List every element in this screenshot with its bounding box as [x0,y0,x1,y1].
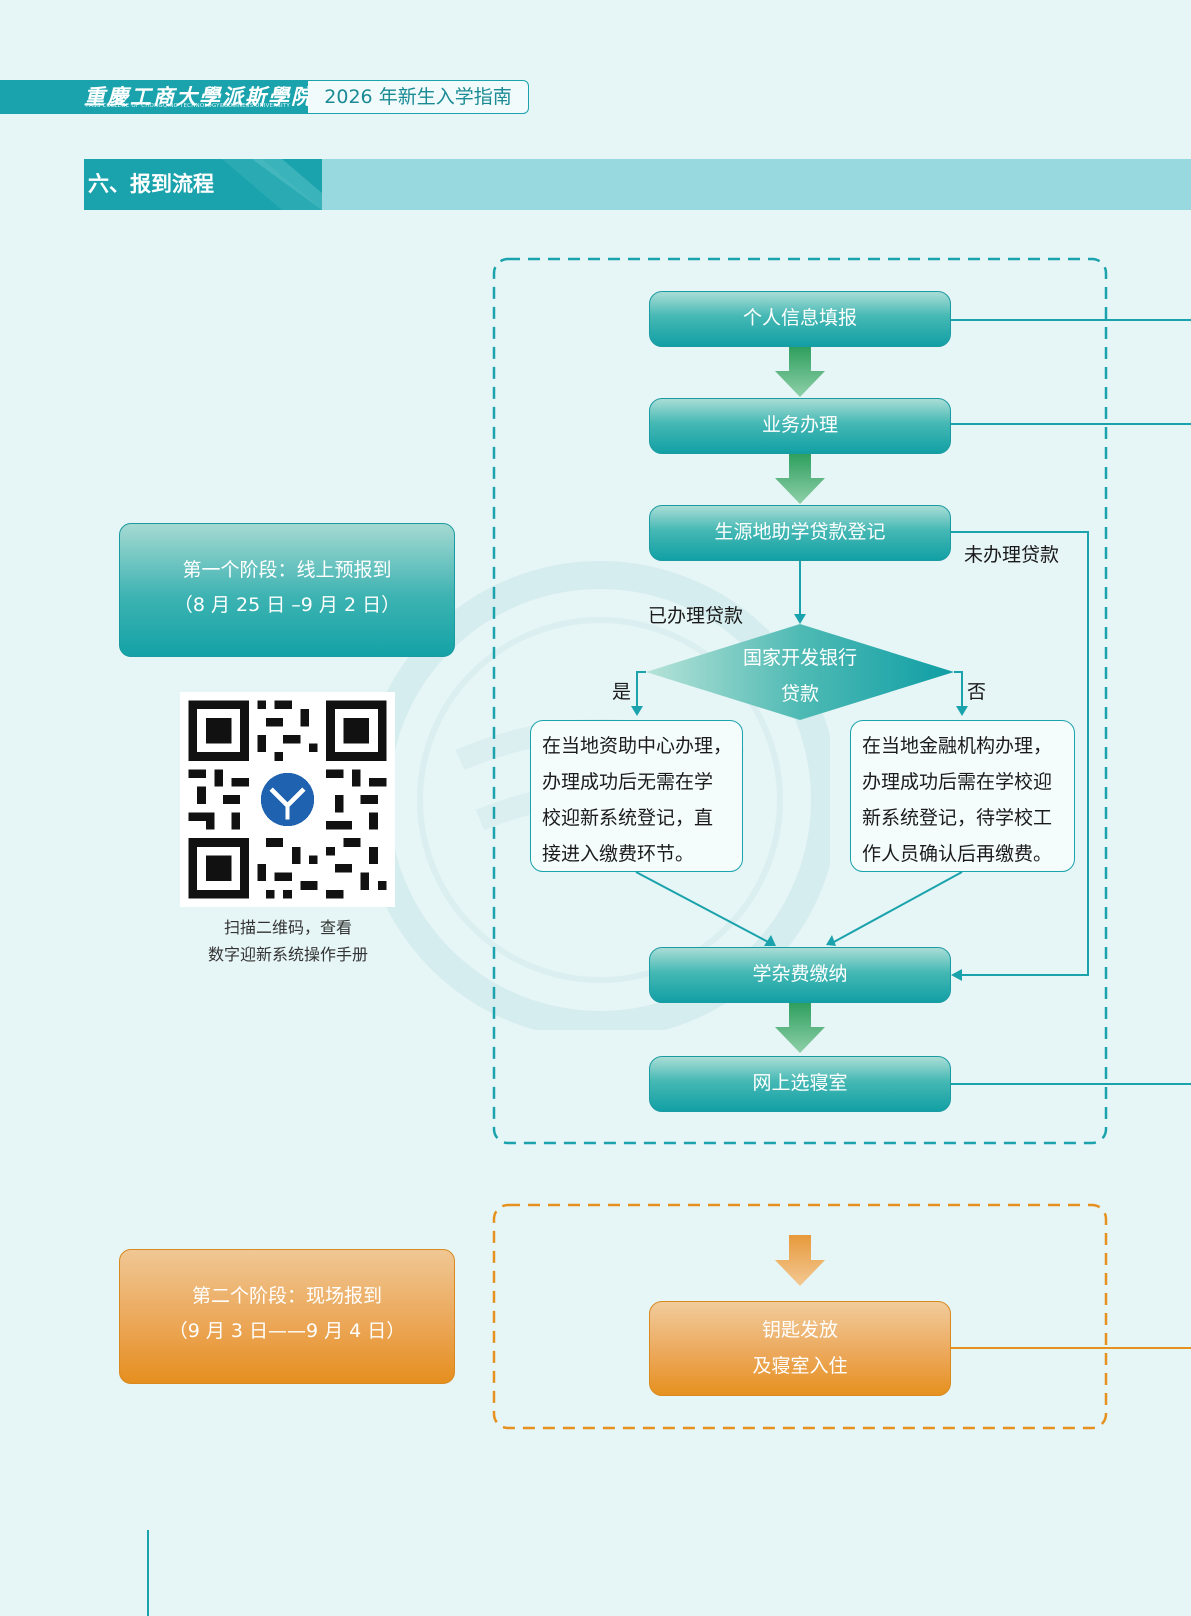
header-brand-bar [0,80,308,114]
step-dorm-selection: 网上选寝室 [649,1056,951,1112]
qr-code[interactable] [180,692,395,907]
qr-caption-line1: 扫描二维码，查看 [223,918,352,937]
note-yes-line: 在当地资助中心办理， [542,735,733,757]
guide-title: 2026 年新生入学指南 [308,80,529,114]
note-no-line: 办理成功后需在学校迎 [862,771,1053,793]
college-logo-text: 重慶工商大學派斯學院 [84,84,314,109]
college-logo-subtitle: PASS COLLEGE OF CHONGQING TECHNOLOGY&BUS… [86,103,290,109]
qr-caption-line2: 数字迎新系统操作手册 [207,945,368,964]
stage-two-dates: （9 月 3 日——9 月 4 日） [168,1320,406,1342]
qr-caption: 扫描二维码，查看 数字迎新系统操作手册 [170,914,406,968]
label-no: 否 [967,681,987,703]
label-yes: 是 [612,681,632,703]
decision-line2: 贷款 [780,683,819,705]
step-key-checkin-line1: 钥匙发放 [761,1319,838,1341]
note-yes-line: 接进入缴费环节。 [542,843,695,865]
decision-cdb-loan: 国家开发银行 贷款 [700,640,900,712]
step-personal-info: 个人信息填报 [649,291,951,347]
note-no-line: 新系统登记，待学校工 [862,807,1053,829]
note-no-line: 在当地金融机构办理， [862,735,1053,757]
step-key-checkin: 钥匙发放 及寝室入住 [649,1301,951,1396]
note-no-branch: 在当地金融机构办理， 办理成功后需在学校迎 新系统登记，待学校工 作人员确认后再… [850,720,1075,872]
note-yes-branch: 在当地资助中心办理， 办理成功后无需在学 校迎新系统登记，直 接进入缴费环节。 [530,720,743,872]
note-yes-line: 办理成功后无需在学 [542,771,714,793]
label-not-loan: 未办理贷款 [964,544,1060,566]
stage-one-box: 第一个阶段：线上预报到 （8 月 25 日 –9 月 2 日） [119,523,455,657]
stage-one-dates: （8 月 25 日 –9 月 2 日） [173,594,401,616]
label-has-loan: 已办理贷款 [648,605,744,627]
stage-two-box: 第二个阶段：现场报到 （9 月 3 日——9 月 4 日） [119,1249,455,1384]
decision-line1: 国家开发银行 [742,647,857,669]
note-no-line: 作人员确认后再缴费。 [862,843,1053,865]
section-title: 六、报到流程 [88,172,214,196]
section-heading-stripes [222,159,322,210]
step-key-checkin-line2: 及寝室入住 [752,1355,848,1377]
step-business: 业务办理 [649,398,951,454]
stage-two-title: 第二个阶段：现场报到 [191,1285,382,1307]
note-yes-line: 校迎新系统登记，直 [542,807,714,829]
step-tuition-payment: 学杂费缴纳 [649,947,951,1003]
step-loan-registration: 生源地助学贷款登记 [649,505,951,561]
stage-one-title: 第一个阶段：线上预报到 [182,559,392,581]
